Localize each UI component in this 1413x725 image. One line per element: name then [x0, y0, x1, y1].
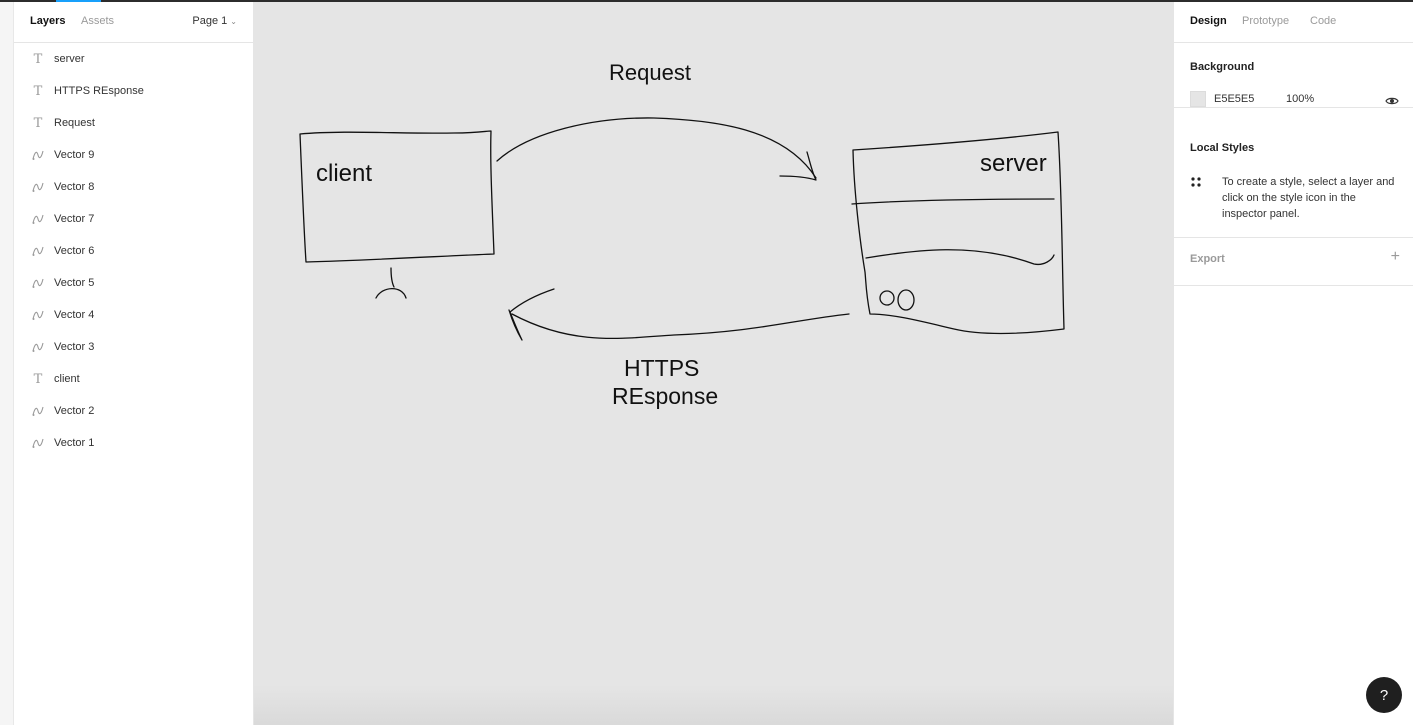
vector-layer-icon: [30, 181, 46, 193]
layers-panel-header: Layers Assets Page 1⌄: [14, 2, 253, 43]
response-label-line1[interactable]: HTTPS: [624, 355, 700, 381]
tab-code[interactable]: Code: [1310, 15, 1337, 27]
eye-icon[interactable]: [1385, 93, 1399, 111]
help-button[interactable]: ?: [1366, 677, 1402, 713]
layer-row[interactable]: Vector 7: [14, 203, 253, 235]
layer-name: Vector 9: [54, 149, 95, 161]
design-panel: Design Prototype Code Background E5E5E5 …: [1173, 2, 1413, 725]
response-arrow: [511, 313, 850, 340]
background-swatch[interactable]: [1190, 91, 1206, 107]
canvas-drawing: [299, 117, 1065, 341]
request-arrowhead: [779, 151, 817, 181]
tab-prototype[interactable]: Prototype: [1242, 15, 1290, 27]
export-title: Export: [1190, 253, 1225, 265]
layer-row[interactable]: T Request: [14, 107, 253, 139]
server-box: [852, 131, 1065, 335]
background-hex-input[interactable]: E5E5E5: [1214, 93, 1255, 105]
layer-row[interactable]: Vector 1: [14, 427, 253, 459]
layer-name: HTTPS REsponse: [54, 85, 144, 97]
layer-row[interactable]: T HTTPS REsponse: [14, 75, 253, 107]
layer-row[interactable]: Vector 6: [14, 235, 253, 267]
layer-row[interactable]: Vector 5: [14, 267, 253, 299]
response-arrowhead: [508, 288, 555, 341]
local-styles-section: Local Styles To create a style, select a…: [1174, 107, 1413, 238]
request-label[interactable]: Request: [609, 60, 691, 85]
text-layer-icon: T: [33, 371, 43, 387]
text-layer-icon: T: [33, 115, 43, 131]
layer-row[interactable]: Vector 4: [14, 299, 253, 331]
canvas-bottom-shade: [254, 685, 1173, 725]
layer-name: Vector 5: [54, 277, 95, 289]
tab-layers[interactable]: Layers: [30, 15, 66, 27]
export-section: Export +: [1174, 237, 1413, 286]
chevron-down-icon: ⌄: [230, 17, 237, 26]
page-selector-label: Page 1: [192, 15, 228, 27]
tab-assets[interactable]: Assets: [81, 15, 115, 27]
vector-layer-icon: [30, 213, 46, 225]
tab-design[interactable]: Design: [1190, 15, 1227, 27]
server-circle-2: [897, 289, 915, 311]
layer-name: Vector 4: [54, 309, 95, 321]
page-selector[interactable]: Page 1⌄: [192, 15, 237, 27]
local-styles-title: Local Styles: [1190, 142, 1255, 154]
response-label-line2[interactable]: REsponse: [612, 383, 719, 409]
client-stem: [390, 267, 395, 288]
layer-row[interactable]: Vector 2: [14, 395, 253, 427]
layer-name: Vector 3: [54, 341, 95, 353]
layer-row[interactable]: Vector 9: [14, 139, 253, 171]
vector-layer-icon: [30, 309, 46, 321]
layer-name: Vector 2: [54, 405, 95, 417]
canvas[interactable]: Request client server HTTPS REsponse: [254, 2, 1173, 725]
background-opacity-input[interactable]: 100%: [1286, 93, 1315, 105]
server-circle-1: [879, 290, 895, 306]
top-accent: [56, 0, 101, 2]
layer-row[interactable]: Vector 3: [14, 331, 253, 363]
background-section: Background E5E5E5 100%: [1174, 43, 1413, 108]
vector-layer-icon: [30, 149, 46, 161]
layer-name: server: [54, 53, 85, 65]
client-arc: [375, 287, 407, 299]
top-bar: [0, 0, 1413, 2]
add-export-icon[interactable]: +: [1390, 248, 1400, 265]
layer-row[interactable]: Vector 8: [14, 171, 253, 203]
server-line-1: [851, 198, 1055, 205]
server-label[interactable]: server: [980, 150, 1047, 177]
text-layer-icon: T: [33, 51, 43, 67]
vector-layer-icon: [30, 437, 46, 449]
vector-layer-icon: [30, 245, 46, 257]
client-box: [299, 130, 495, 263]
vector-layer-icon: [30, 277, 46, 289]
local-styles-help-text: To create a style, select a layer and cl…: [1222, 176, 1395, 220]
vector-layer-icon: [30, 405, 46, 417]
background-title: Background: [1190, 61, 1255, 73]
layer-name: Request: [54, 117, 95, 129]
window-edge: [0, 2, 14, 725]
design-panel-header: Design Prototype Code: [1174, 2, 1413, 43]
styles-icon: [1190, 175, 1202, 193]
server-line-2: [865, 249, 1055, 266]
request-arrow: [496, 117, 817, 179]
layer-name: Vector 8: [54, 181, 95, 193]
layer-name: Vector 1: [54, 437, 95, 449]
text-layer-icon: T: [33, 83, 43, 99]
layer-name: Vector 7: [54, 213, 95, 225]
client-label[interactable]: client: [316, 160, 373, 187]
vector-layer-icon: [30, 341, 46, 353]
layer-name: client: [54, 373, 80, 385]
layer-name: Vector 6: [54, 245, 95, 257]
